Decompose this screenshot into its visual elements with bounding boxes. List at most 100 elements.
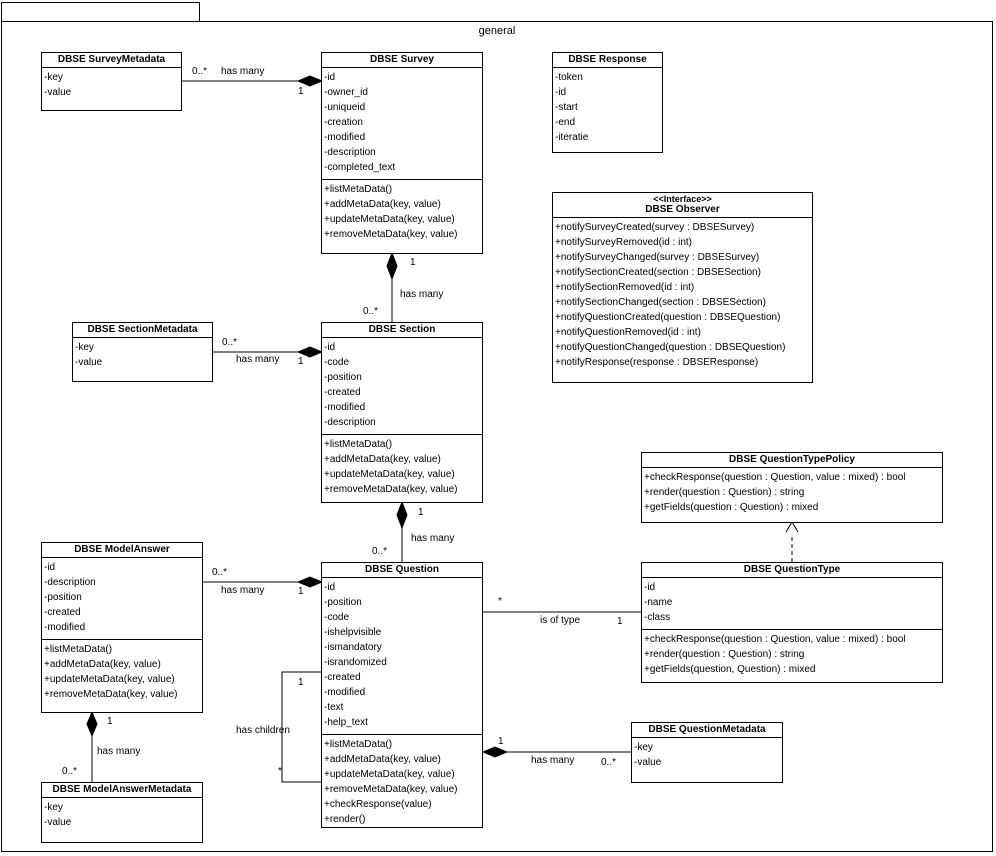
attribute-row: -name xyxy=(644,597,673,608)
label-question-children: has children xyxy=(236,725,290,736)
attribute-row: -key xyxy=(44,802,63,813)
class-name: DBSE QuestionMetadata xyxy=(632,723,782,738)
mult-section-metadata-many: 0..* xyxy=(222,337,238,348)
operation-row: +listMetaData() xyxy=(44,644,113,655)
interface-observer[interactable]: <<Interface>> DBSE Observer +notifySurve… xyxy=(552,192,813,383)
line-question-children xyxy=(281,671,322,783)
class-name: DBSE SurveyMetadata xyxy=(42,53,181,68)
attribute-row: -key xyxy=(634,742,653,753)
operation-row: +updateMetaData(key, value) xyxy=(324,769,455,780)
package-tab xyxy=(1,2,200,22)
attribute-row: -class xyxy=(644,612,671,623)
attribute-row: -modified xyxy=(324,687,366,698)
class-model-answer-metadata[interactable]: DBSE ModelAnswerMetadata -key-value xyxy=(41,782,203,843)
operation-row: +addMetaData(key, value) xyxy=(324,754,441,765)
operation-row: +updateMetaData(key, value) xyxy=(324,469,455,480)
operation-row: +notifyResponse(response : DBSEResponse) xyxy=(555,357,759,368)
mult-question-children-one: 1 xyxy=(298,677,304,688)
attribute-row: -key xyxy=(44,72,63,83)
package-name: general xyxy=(478,25,516,37)
mult-survey-metadata-one: 1 xyxy=(298,86,304,97)
mult-model-answer-one: 1 xyxy=(298,586,304,597)
attribute-row: -created xyxy=(324,672,361,683)
attribute-row: -key xyxy=(75,342,94,353)
attribute-row: -modified xyxy=(324,402,366,413)
attribute-row: -description xyxy=(44,577,96,588)
attribute-row: -modified xyxy=(324,132,366,143)
operation-row: +notifySurveyCreated(survey : DBSESurvey… xyxy=(555,222,755,233)
attribute-row: -id xyxy=(324,582,336,593)
operation-row: +removeMetaData(key, value) xyxy=(324,229,458,240)
class-question-type-policy[interactable]: DBSE QuestionTypePolicy +checkResponse(q… xyxy=(641,452,943,523)
operation-row: +checkResponse(question : Question, valu… xyxy=(644,472,906,483)
class-question-metadata[interactable]: DBSE QuestionMetadata -key-value xyxy=(631,722,783,783)
class-name: DBSE QuestionTypePolicy xyxy=(642,453,942,468)
attribute-list: -id-code-position-created-modified-descr… xyxy=(322,338,482,434)
operation-row: +updateMetaData(key, value) xyxy=(44,674,175,685)
attribute-row: -completed_text xyxy=(324,162,396,173)
class-survey[interactable]: DBSE Survey -id-owner_id-uniqueid-creati… xyxy=(321,52,483,254)
class-question[interactable]: DBSE Question -id-position-code-ishelpvi… xyxy=(321,562,483,828)
operation-row: +notifySectionCreated(section : DBSESect… xyxy=(555,267,761,278)
mult-model-answer-metadata-many: 0..* xyxy=(62,766,78,777)
operation-row: +updateMetaData(key, value) xyxy=(324,214,455,225)
class-name: DBSE SectionMetadata xyxy=(73,323,212,338)
operation-row: +listMetaData() xyxy=(324,739,393,750)
attribute-row: -position xyxy=(44,592,82,603)
attribute-row: -owner_id xyxy=(324,87,368,98)
operation-row: +removeMetaData(key, value) xyxy=(324,484,458,495)
class-survey-metadata[interactable]: DBSE SurveyMetadata -key-value xyxy=(41,52,182,111)
package-frame: general xyxy=(1,21,993,852)
attribute-row: -value xyxy=(75,357,103,368)
operation-row: +checkResponse(question : Question, valu… xyxy=(644,634,906,645)
class-name: DBSE Section xyxy=(322,323,482,338)
class-name: DBSE QuestionType xyxy=(642,563,942,578)
composition-diamond-survey-section xyxy=(386,251,398,281)
class-name: DBSE Question xyxy=(322,563,482,578)
label-question-metadata: has many xyxy=(531,755,575,766)
class-response[interactable]: DBSE Response -token-id-start-end-iterat… xyxy=(552,52,663,153)
attribute-list: -id-description-position-created-modifie… xyxy=(42,558,202,639)
label-model-answer-metadata: has many xyxy=(97,746,141,757)
operation-list: +notifySurveyCreated(survey : DBSESurvey… xyxy=(553,218,812,374)
class-section-metadata[interactable]: DBSE SectionMetadata -key -value xyxy=(72,322,213,382)
attribute-row: -israndomized xyxy=(324,657,387,668)
attribute-row: -id xyxy=(644,582,656,593)
attribute-row: -token xyxy=(555,72,583,83)
composition-diamond-model-answer-metadata xyxy=(86,710,98,738)
stereotype-label: <<Interface>> xyxy=(653,194,712,204)
composition-diamond-survey-metadata xyxy=(296,75,324,87)
operation-list: +listMetaData() +addMetaData(key, value) +… xyxy=(322,734,482,831)
class-name: DBSE Survey xyxy=(322,53,482,68)
attribute-row: -start xyxy=(555,102,578,113)
class-name: DBSE ModelAnswer xyxy=(42,543,202,558)
operation-row: +notifyQuestionRemoved(id : int) xyxy=(555,327,701,338)
label-question-type: is of type xyxy=(540,615,581,626)
operation-list: +listMetaData()+addMetaData(key, value)+… xyxy=(42,639,202,706)
attribute-row: -id xyxy=(44,562,56,573)
mult-question-children-many: * xyxy=(278,766,282,777)
attribute-list: -id-position-code-ishelpvisible-ismandat… xyxy=(322,578,482,734)
mult-survey-section-one: 1 xyxy=(410,257,416,268)
mult-section-question-one: 1 xyxy=(418,507,424,518)
class-model-answer[interactable]: DBSE ModelAnswer -id -description -positio… xyxy=(41,542,203,713)
operation-row: +render() xyxy=(324,814,366,825)
operation-row: +addMetaData(key, value) xyxy=(324,454,441,465)
class-section[interactable]: DBSE Section -id-code-position-created-m… xyxy=(321,322,483,503)
operation-list: +checkResponse(question : Question, valu… xyxy=(642,629,942,681)
attribute-row: -id xyxy=(555,87,567,98)
attribute-row: -id xyxy=(324,72,336,83)
operation-row: +checkResponse(value) xyxy=(324,799,432,810)
attribute-row: -end xyxy=(555,117,576,128)
class-question-type[interactable]: DBSE QuestionType -id -name -class +checkR… xyxy=(641,562,943,683)
attribute-row: -code xyxy=(324,612,350,623)
attribute-list: -key-value xyxy=(42,798,202,834)
attribute-row: -position xyxy=(324,372,362,383)
mult-question-metadata-many: 0..* xyxy=(601,757,617,768)
mult-section-metadata-one: 1 xyxy=(298,356,304,367)
label-model-answer: has many xyxy=(221,585,265,596)
attribute-row: -ishelpvisible xyxy=(324,627,382,638)
interface-name: DBSE Observer xyxy=(645,204,720,215)
mult-question-type-one: 1 xyxy=(617,616,623,627)
